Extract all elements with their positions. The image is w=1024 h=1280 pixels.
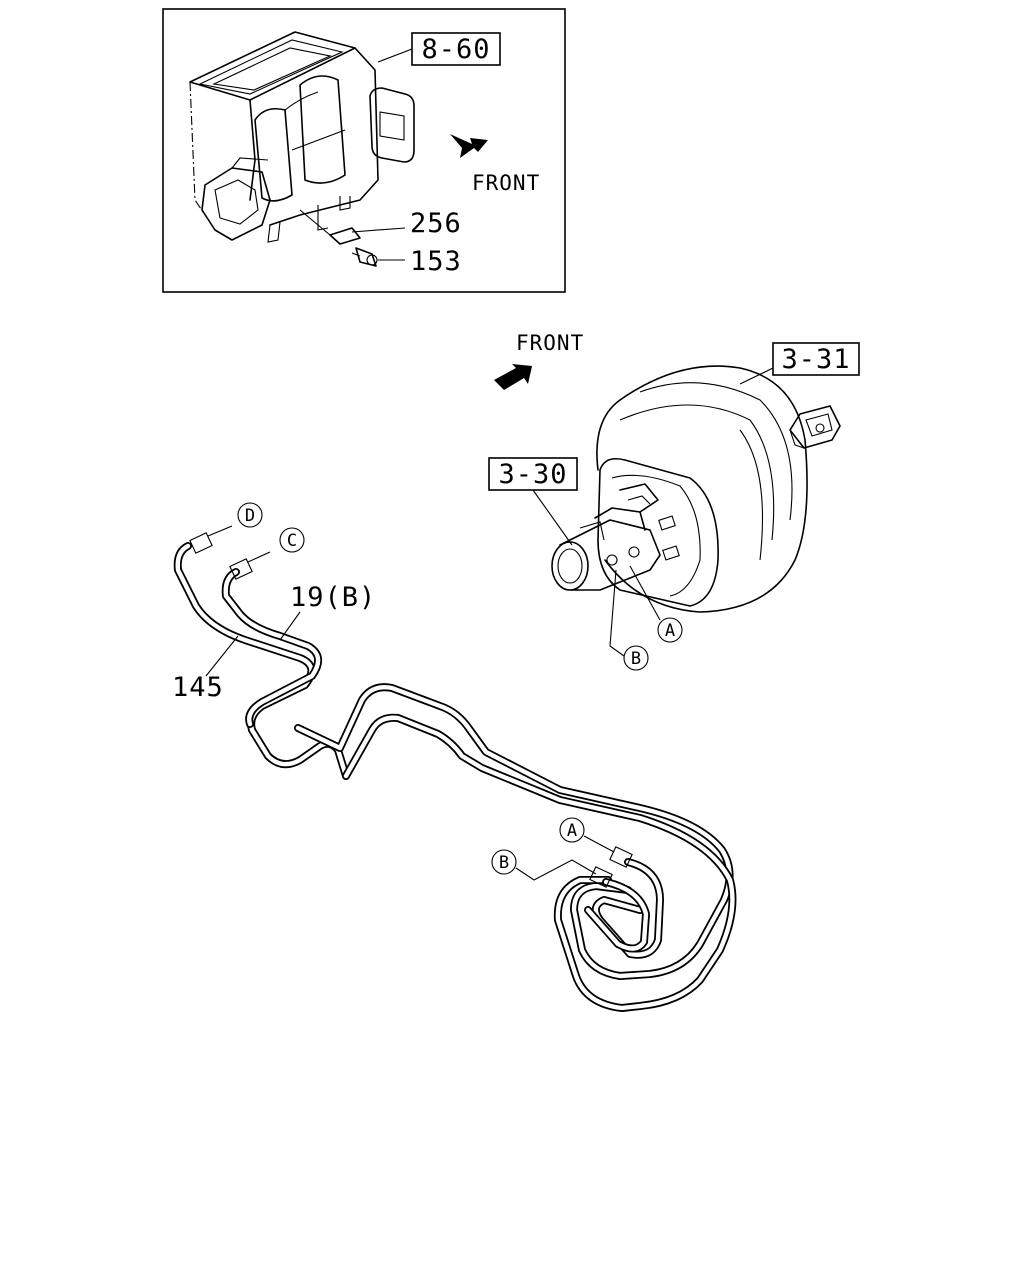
- callout-d-text: D: [245, 506, 255, 526]
- ref-box-3-31: [772, 342, 860, 376]
- ref-label-8-60: 8-60: [421, 34, 490, 65]
- brake-booster-drawing: [596, 365, 841, 613]
- ref-label-3-30: 3-30: [498, 459, 567, 490]
- hvac-unit-drawing: [189, 31, 415, 267]
- brake-pipe-assembly: [173, 525, 737, 1012]
- front-label-main: FRONT: [516, 331, 584, 355]
- callout-a-upper-text: A: [665, 621, 675, 641]
- callout-a-upper: [657, 617, 683, 643]
- callout-b-upper-text: B: [631, 649, 641, 669]
- callout-b-lower: [491, 849, 517, 875]
- callout-a-lower: [559, 817, 585, 843]
- callout-c-text: C: [287, 531, 297, 551]
- pipe-label-145: 145: [172, 672, 224, 703]
- fitting-c: [229, 551, 271, 580]
- callout-c: [279, 527, 305, 553]
- part-label-256: 256: [410, 208, 462, 239]
- callout-b-lower-text: B: [499, 853, 509, 873]
- callout-d: [237, 502, 263, 528]
- part-label-153: 153: [410, 246, 462, 277]
- front-arrow-icon: [450, 134, 488, 158]
- ref-box-3-30: [488, 457, 578, 491]
- master-cylinder-drawing: [551, 483, 680, 591]
- pipe-label-19b: 19(B): [290, 582, 376, 613]
- front-label-inset: FRONT: [472, 171, 540, 195]
- fitting-b-lower: [589, 866, 613, 888]
- inset-panel: 8-60 FRONT 256 153: [162, 8, 566, 293]
- fitting-a-lower: [609, 846, 633, 868]
- ref-label-3-31: 3-31: [781, 344, 850, 375]
- fitting-d: [189, 525, 233, 554]
- callout-a-lower-text: A: [567, 821, 577, 841]
- callout-b-upper: [623, 645, 649, 671]
- front-arrow-main-icon: [494, 364, 532, 390]
